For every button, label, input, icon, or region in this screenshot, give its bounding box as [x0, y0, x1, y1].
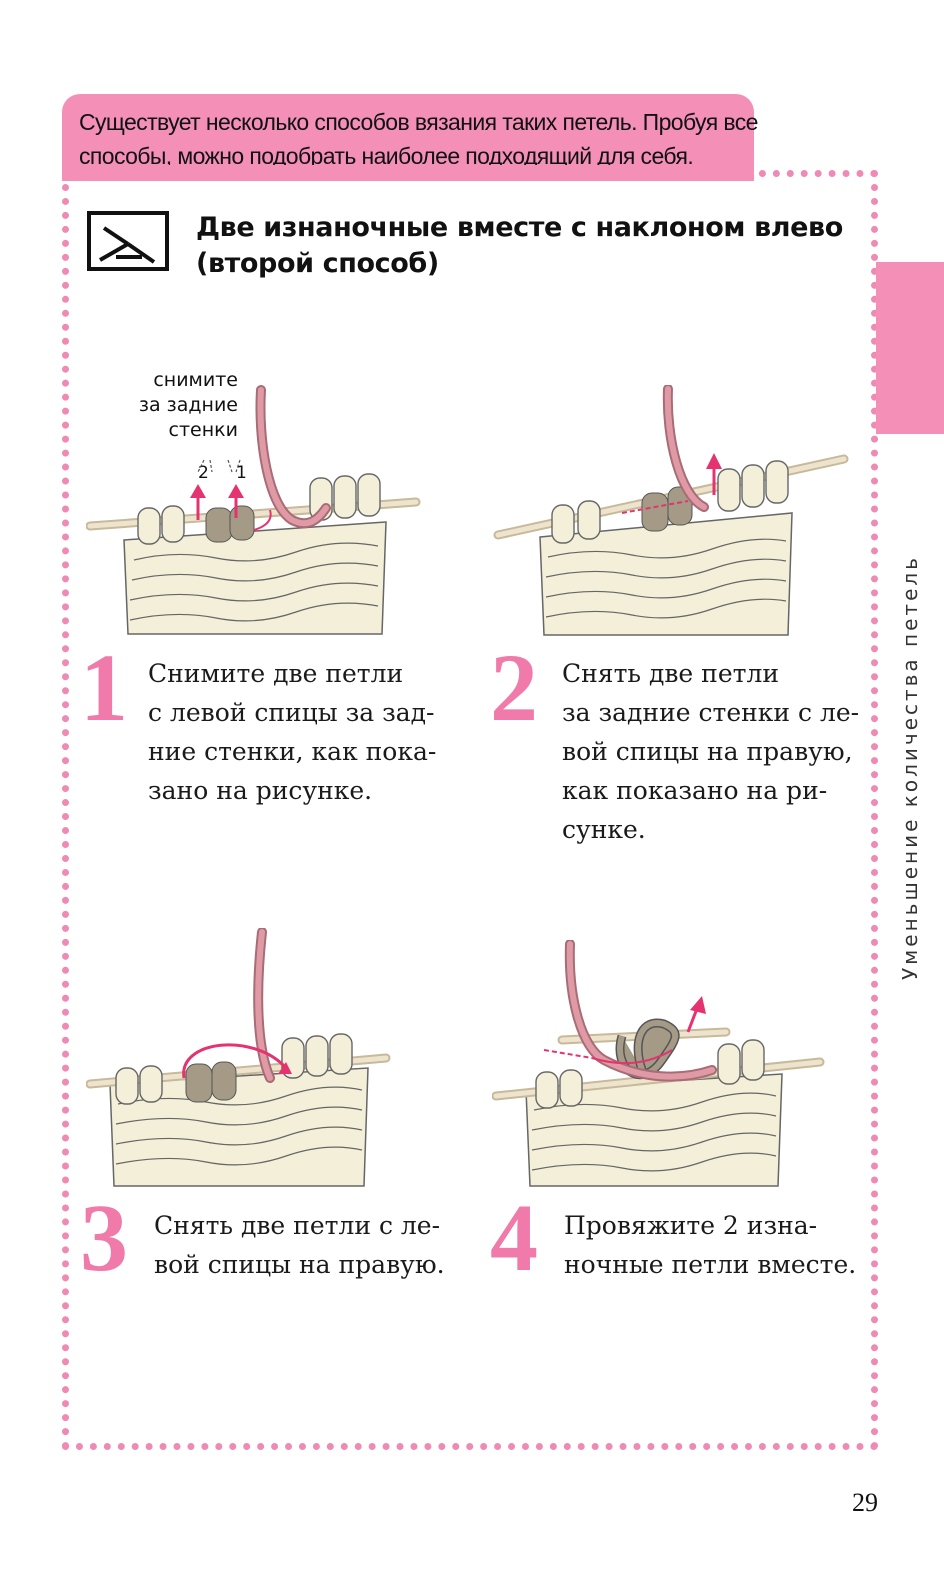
step-1-line-3: ние стенки, как пока- — [148, 737, 437, 766]
intro-note: Существует несколько способов вязания та… — [62, 94, 758, 178]
step-4-text: Провяжите 2 изна- ночные петли вместе. — [564, 1206, 856, 1284]
illustration-step-3 — [86, 928, 391, 1187]
illustration-step-1: 2 1 — [86, 385, 421, 635]
step-2-line-1: Снять две петли — [562, 659, 779, 688]
illustration-step-2 — [493, 385, 849, 636]
step-3-number: 3 — [80, 1184, 128, 1291]
step-4-line-2: ночные петли вместе. — [564, 1250, 857, 1279]
illustration-callout: снимите за задние стенки — [128, 368, 238, 443]
intro-note-line-1: Существует несколько способов вязания та… — [79, 109, 758, 135]
callout-line-1: снимите — [153, 369, 238, 391]
step-2-line-3: вой спицы на правую, — [562, 737, 853, 766]
step-1-line-2: с левой спицы за зад- — [148, 698, 435, 727]
callout-mark-2: 2 — [198, 463, 209, 483]
step-3-line-1: Снять две петли с ле- — [154, 1211, 441, 1240]
illustration-step-4 — [492, 940, 825, 1187]
callout-line-3: стенки — [168, 419, 238, 441]
step-3-line-2: вой спицы на правую. — [154, 1250, 445, 1279]
chapter-label-text: Уменьшение количества петель — [898, 555, 922, 980]
step-4-line-1: Провяжите 2 изна- — [564, 1211, 818, 1240]
step-4-number: 4 — [490, 1184, 538, 1291]
section-title-line-2: (второй способ) — [196, 248, 439, 279]
step-1-line-4: зано на рисунке. — [148, 776, 373, 805]
callout-mark-1: 1 — [236, 463, 247, 483]
section-title-line-1: Две изнаночные вместе с наклоном влево — [196, 212, 843, 243]
step-3-text: Снять две петли с ле- вой спицы на праву… — [154, 1206, 445, 1284]
step-1-line-1: Снимите две петли — [148, 659, 404, 688]
callout-line-2: за задние — [138, 394, 238, 416]
step-2-line-2: за задние стенки с ле- — [562, 698, 860, 727]
page-number: 29 — [852, 1488, 878, 1517]
section-title: Две изнаночные вместе с наклоном влево (… — [196, 210, 843, 282]
step-2-number: 2 — [490, 634, 538, 741]
intro-note-line-2: способы, можно подобрать наиболее подход… — [79, 143, 694, 169]
step-1-number: 1 — [80, 634, 128, 741]
chapter-tab — [876, 262, 944, 434]
step-2-line-5: сунке. — [562, 815, 646, 844]
step-2-line-4: как показано на ри- — [562, 776, 828, 805]
chapter-label: Уменьшение количества петель — [898, 555, 922, 1000]
purl-two-together-left-icon — [87, 211, 169, 271]
note-frame-joint — [62, 165, 754, 181]
step-1-text: Снимите две петли с левой спицы за зад- … — [148, 654, 436, 810]
step-2-text: Снять две петли за задние стенки с ле- в… — [562, 654, 859, 849]
